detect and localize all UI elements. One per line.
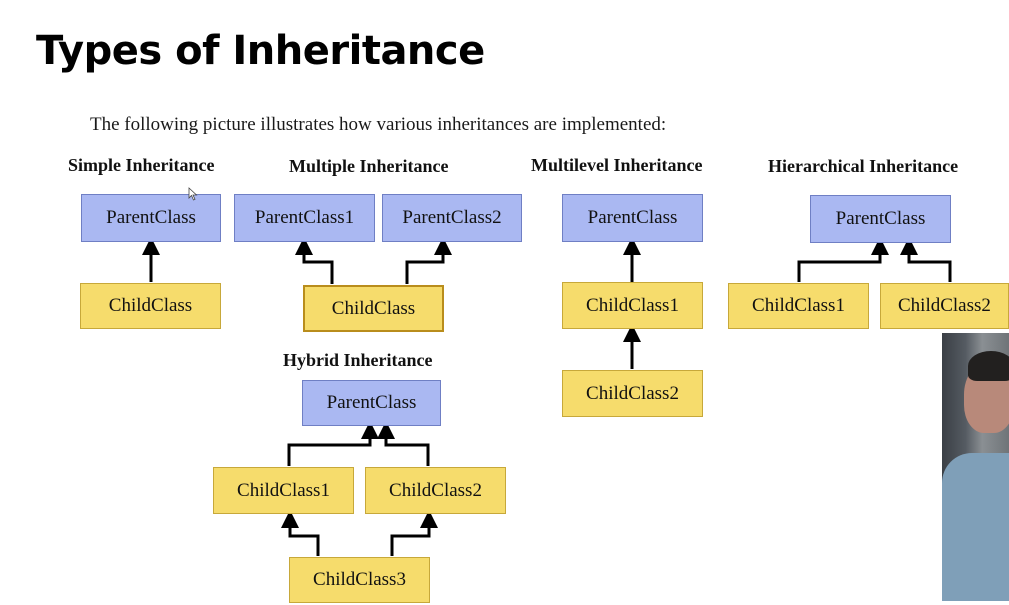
hierarchical-child2-box: ChildClass2	[880, 283, 1009, 329]
multiple-child-box: ChildClass	[303, 285, 444, 332]
hybrid-heading: Hybrid Inheritance	[283, 350, 433, 370]
multiple-heading: Multiple Inheritance	[289, 156, 449, 176]
hybrid-child1-box: ChildClass1	[213, 467, 354, 514]
arrow-multiple-right	[405, 237, 452, 284]
presenter-hair	[968, 351, 1009, 381]
mouse-cursor-icon	[188, 187, 198, 201]
multilevel-child1-box: ChildClass1	[562, 282, 703, 329]
multilevel-parent-box: ParentClass	[562, 194, 703, 242]
arrow-hybrid-bottom-left	[281, 510, 320, 556]
multiple-parent1-box: ParentClass1	[234, 194, 375, 242]
hierarchical-parent-box: ParentClass	[810, 195, 951, 243]
hierarchical-heading: Hierarchical Inheritance	[768, 156, 959, 176]
multiple-parent2-box: ParentClass2	[382, 194, 522, 242]
arrow-hybrid-bottom-right	[390, 510, 438, 556]
simple-heading: Simple Inheritance	[68, 155, 215, 175]
hybrid-child2-box: ChildClass2	[365, 467, 506, 514]
simple-child-box: ChildClass	[80, 283, 221, 329]
arrow-hier-right	[900, 237, 952, 282]
arrow-hier-left	[797, 237, 889, 282]
hierarchical-child1-box: ChildClass1	[728, 283, 869, 329]
hybrid-child3-box: ChildClass3	[289, 557, 430, 603]
presenter-shirt	[942, 453, 1009, 601]
multilevel-heading: Multilevel Inheritance	[531, 155, 703, 175]
presenter-webcam	[942, 333, 1009, 601]
arrow-multiple-left	[295, 237, 334, 284]
simple-parent-box: ParentClass	[81, 194, 221, 242]
hybrid-parent-box: ParentClass	[302, 380, 441, 426]
intro-text: The following picture illustrates how va…	[90, 114, 667, 135]
multilevel-child2-box: ChildClass2	[562, 370, 703, 417]
page-title: Types of Inheritance	[36, 28, 485, 74]
arrow-hybrid-left	[287, 421, 379, 466]
arrow-hybrid-right	[377, 421, 430, 466]
